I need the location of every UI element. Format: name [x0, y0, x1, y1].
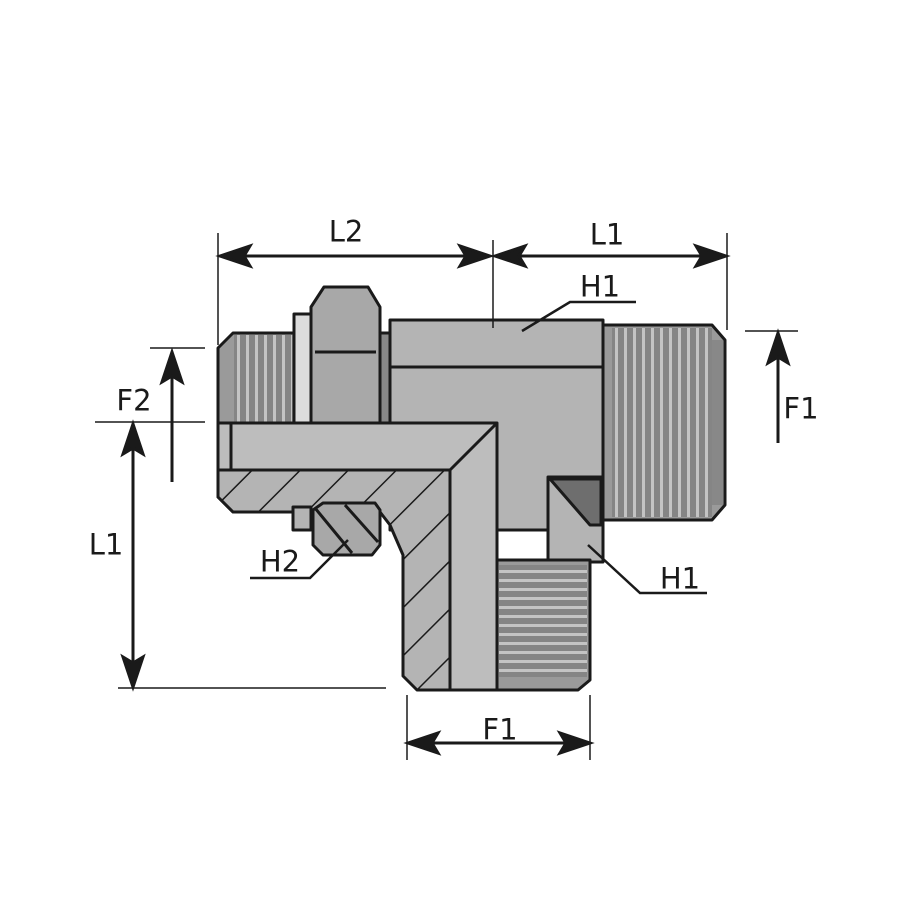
- dimension-label-f1-bottom: F1: [482, 712, 518, 747]
- left-thread-grooves: [234, 335, 292, 423]
- hex-nut: [309, 285, 382, 425]
- dimension-label-l1-top: L1: [589, 217, 625, 252]
- dimension-label-l1-left: L1: [88, 527, 124, 562]
- dimension-label-h1-top: H1: [579, 269, 621, 304]
- dimension-label-l2: L2: [328, 214, 364, 249]
- dimension-label-f2: F2: [116, 383, 152, 418]
- washer: [292, 312, 313, 425]
- o-ring-seal: [311, 501, 382, 557]
- leader-lines: [250, 300, 707, 595]
- dimension-arrows: [120, 243, 791, 756]
- dimension-label-h1-right: H1: [659, 561, 701, 596]
- dimension-label-f1-right: F1: [783, 391, 819, 426]
- dimension-label-h2: H2: [259, 544, 301, 579]
- extension-lines: [95, 233, 798, 760]
